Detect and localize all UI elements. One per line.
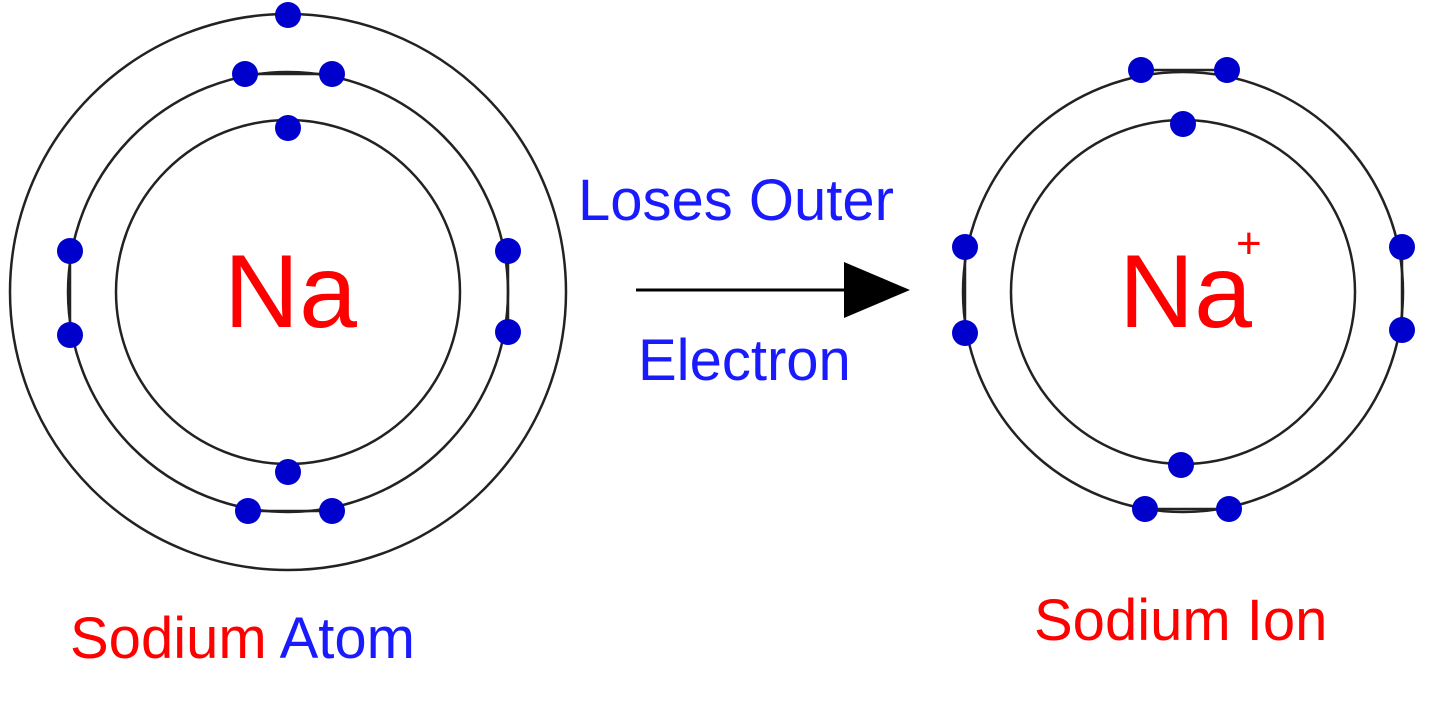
electron (275, 115, 301, 141)
ion-charge: + (1236, 219, 1262, 268)
electron (1389, 234, 1415, 260)
electron (1132, 496, 1158, 522)
right-arrow-icon (636, 262, 910, 318)
electron (495, 238, 521, 264)
sodium-ion-model (952, 57, 1415, 522)
electron (952, 320, 978, 346)
electron (1128, 57, 1154, 83)
reaction-text-line-1: Loses Outer (578, 168, 894, 233)
electron (1168, 452, 1194, 478)
electron (232, 61, 258, 87)
electron (57, 238, 83, 264)
electron (952, 234, 978, 260)
electron (1170, 111, 1196, 137)
electron (1389, 317, 1415, 343)
atom-caption-word-2: Atom (279, 606, 415, 671)
electron (319, 61, 345, 87)
sodium-atom-model (8, 2, 568, 572)
atom-symbol: Na (224, 234, 357, 350)
electron (57, 322, 83, 348)
electron (1214, 57, 1240, 83)
electron (319, 498, 345, 524)
atom-caption: Sodium Atom (70, 610, 415, 668)
electron (275, 459, 301, 485)
atom-caption-word-1: Sodium (70, 606, 267, 671)
electron (235, 498, 261, 524)
electron (495, 319, 521, 345)
reaction-text-line-2: Electron (638, 328, 851, 393)
electron (1216, 496, 1242, 522)
ion-caption: Sodium Ion (1034, 588, 1328, 653)
outer-electron (275, 2, 301, 28)
ion-symbol: Na (1119, 234, 1252, 350)
